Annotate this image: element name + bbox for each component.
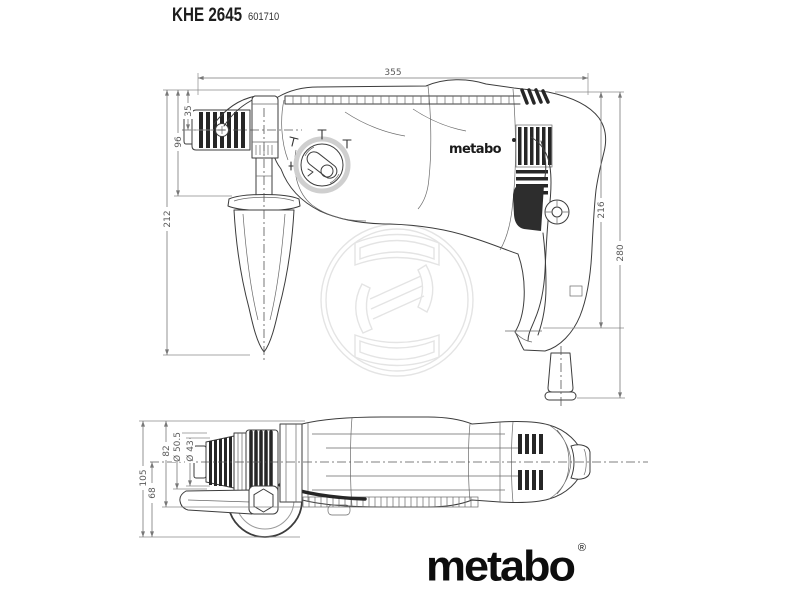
depth-gauge-ticks: [292, 96, 510, 104]
dim-overall-length: 355: [384, 68, 401, 78]
dim-top-to-housing-bottom: 216: [597, 201, 607, 218]
power-cable-boot: [544, 352, 577, 401]
hanging-loop: [569, 285, 583, 297]
dim-top-to-spindle-axis: 35: [184, 105, 194, 116]
dim-top-to-side-handle-end: 212: [163, 210, 173, 227]
dim-collar-diameter: Ø 50.5: [172, 432, 183, 462]
registered-dot-icon: [512, 138, 516, 142]
handle-screw-boss: [544, 199, 570, 225]
hammer-mode-icon: [289, 136, 299, 147]
housing-brand-label: metabo: [449, 142, 502, 157]
clamp-lever: [179, 489, 253, 515]
rear-vent-stripes: [518, 434, 543, 490]
serrated-rack: [302, 496, 479, 516]
mode-dial: [293, 136, 351, 194]
metabo-logo: metabo ®: [426, 541, 586, 590]
clamp-band: [279, 423, 303, 503]
page-title: KHE 2645: [172, 5, 242, 27]
order-number: 601710: [248, 11, 280, 23]
top-vent-slits: [520, 88, 550, 105]
rotary-hammer-top-view: [150, 416, 648, 538]
registered-trademark-icon: ®: [577, 542, 587, 554]
top-view-dimensions: 105 68 82 Ø 50.5 Ø 43: [138, 420, 305, 538]
depth-gauge-rod: [284, 95, 521, 105]
motor-vent-block: [515, 124, 553, 168]
dim-neck-diameter: Ø 43: [185, 440, 196, 461]
metabo-emblem-icon: [320, 223, 474, 377]
dim-overall-width-with-clamp: 105: [139, 469, 149, 486]
drill-mode-icon: [342, 139, 352, 149]
dim-top-to-collar: 96: [174, 136, 184, 148]
metabo-logo-text: metabo: [426, 541, 576, 590]
model-name: KHE 2645: [172, 5, 243, 26]
drill-hammer-mode-icon: [317, 129, 327, 140]
dim-axis-to-handle-face: 68: [148, 487, 158, 499]
dim-overall-height: 280: [616, 244, 626, 261]
side-handle-clamp: [251, 95, 279, 159]
clamp-bolt: [248, 485, 279, 515]
trigger: [513, 184, 544, 231]
rotary-hammer-side-view: metabo: [182, 79, 607, 406]
side-view-dimensions: 355 35 96 212 216 280: [162, 68, 626, 399]
chisel-adjust-mode-icon: [288, 161, 294, 171]
dim-housing-width: 82: [162, 445, 172, 456]
